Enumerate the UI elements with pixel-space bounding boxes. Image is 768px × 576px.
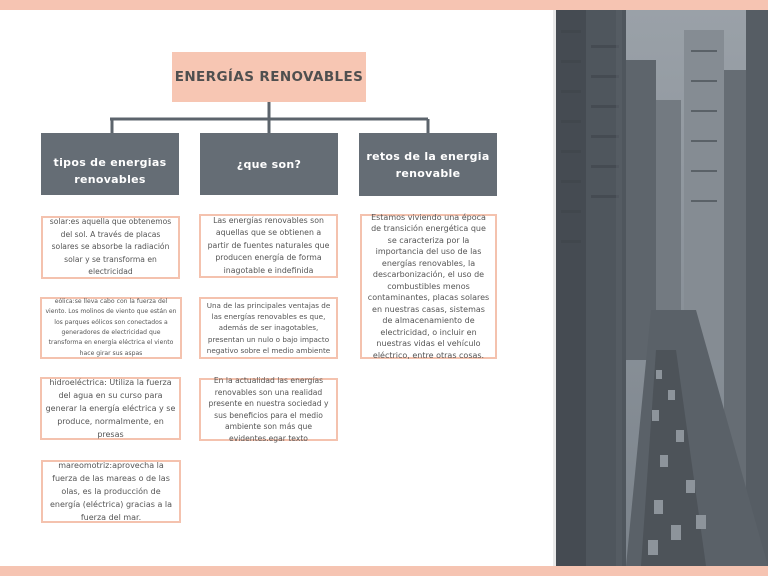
challenges-card-text: Estamos viviendo una época de transición… (367, 212, 490, 360)
main-title-box: ENERGÍAS RENOVABLES (172, 52, 366, 102)
definition-card-text: Una de las principales ventajas de las e… (206, 300, 331, 355)
type-card-wind: eólica:se lleva cabo con la fuerza del v… (40, 297, 182, 359)
bottom-accent-bar (0, 566, 768, 576)
category-what-are-label: ¿que son? (236, 157, 302, 171)
city-street-photo (556, 10, 768, 566)
main-title: ENERGÍAS RENOVABLES (174, 68, 364, 85)
type-card-text: hidroeléctrica: Utiliza la fuerza del ag… (45, 378, 176, 439)
category-types-label: tipos de energias renovables (53, 156, 167, 186)
category-challenges-label: retos de la energia renovable (366, 149, 490, 180)
definition-card-3: En la actualidad las energías renovables… (199, 376, 338, 443)
definition-card-text: En la actualidad las energías renovables… (208, 376, 329, 443)
type-card-text: eólica:se lleva cabo con la fuerza del v… (45, 298, 177, 357)
type-card-solar: solar:es aquella que obtenemos del sol. … (41, 216, 180, 279)
type-card-text: solar:es aquella que obtenemos del sol. … (49, 217, 172, 277)
definition-card-text: Las energías renovables son aquellas que… (207, 215, 330, 275)
category-what-are: ¿que son? (200, 133, 338, 195)
category-challenges: retos de la energia renovable (359, 133, 497, 196)
type-card-text: mareomotriz:aprovecha la fuerza de las m… (49, 461, 173, 522)
top-accent-bar (0, 0, 768, 10)
definition-card-1: Las energías renovables son aquellas que… (199, 214, 338, 278)
category-types: tipos de energias renovables (41, 133, 179, 195)
definition-card-2: Una de las principales ventajas de las e… (199, 297, 338, 359)
challenges-card: Estamos viviendo una época de transición… (360, 212, 497, 360)
type-card-hydro: hidroeléctrica: Utiliza la fuerza del ag… (40, 377, 181, 440)
city-street-image (556, 10, 768, 566)
photo-divider (553, 10, 556, 566)
type-card-tidal: mareomotriz:aprovecha la fuerza de las m… (41, 460, 181, 523)
